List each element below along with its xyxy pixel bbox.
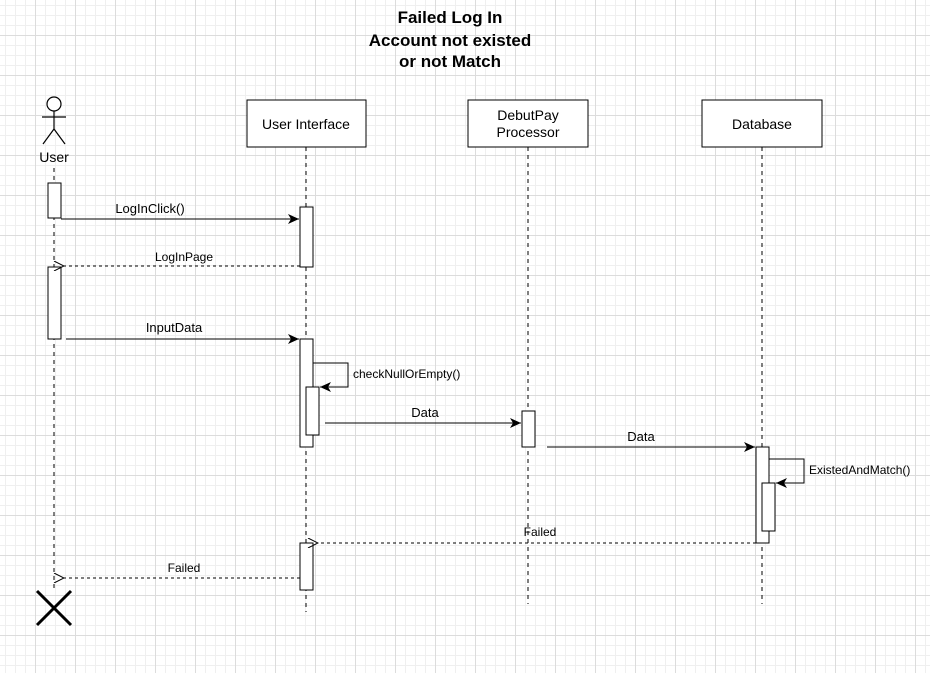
destroy-x-icon	[35, 589, 73, 627]
participant-processor-label-line-2: Processor	[496, 124, 559, 140]
message-login-click-label: LogInClick()	[115, 201, 184, 216]
activation-ui-3	[299, 542, 314, 591]
participant-database-label: Database	[732, 116, 792, 132]
message-data-to-database-label: Data	[627, 429, 655, 444]
message-check-null-arrow	[313, 362, 349, 392]
message-failed-user-label: Failed	[168, 561, 201, 575]
actor-user-icon	[42, 96, 66, 145]
participant-user-interface-label: User Interface	[262, 116, 350, 132]
actor-user-label: User	[39, 149, 69, 165]
participant-user-interface	[246, 99, 367, 148]
activation-user-1	[47, 182, 62, 219]
message-data-to-processor-label: Data	[411, 405, 439, 420]
message-login-page-label: LogInPage	[155, 250, 213, 264]
participant-debutpay-processor	[467, 99, 589, 148]
activation-user-2	[47, 266, 62, 340]
activation-database-nested	[761, 482, 776, 532]
message-input-data-label: InputData	[146, 320, 203, 335]
participant-database	[701, 99, 823, 148]
message-failed-db-label: Failed	[524, 525, 557, 539]
activation-processor	[521, 410, 536, 448]
diagram-title-line-3: or not Match	[399, 52, 501, 71]
message-existed-match-label: ExistedAndMatch()	[809, 463, 910, 477]
diagram-title-line-2: Account not existed	[369, 31, 531, 50]
message-existed-match-arrow	[769, 458, 805, 488]
activation-ui-nested	[305, 386, 320, 436]
diagram-title-line-1: Failed Log In	[398, 8, 503, 27]
participant-processor-label-line-1: DebutPay	[497, 107, 558, 123]
message-check-null-label: checkNullOrEmpty()	[353, 367, 460, 381]
activation-ui-1	[299, 206, 314, 268]
